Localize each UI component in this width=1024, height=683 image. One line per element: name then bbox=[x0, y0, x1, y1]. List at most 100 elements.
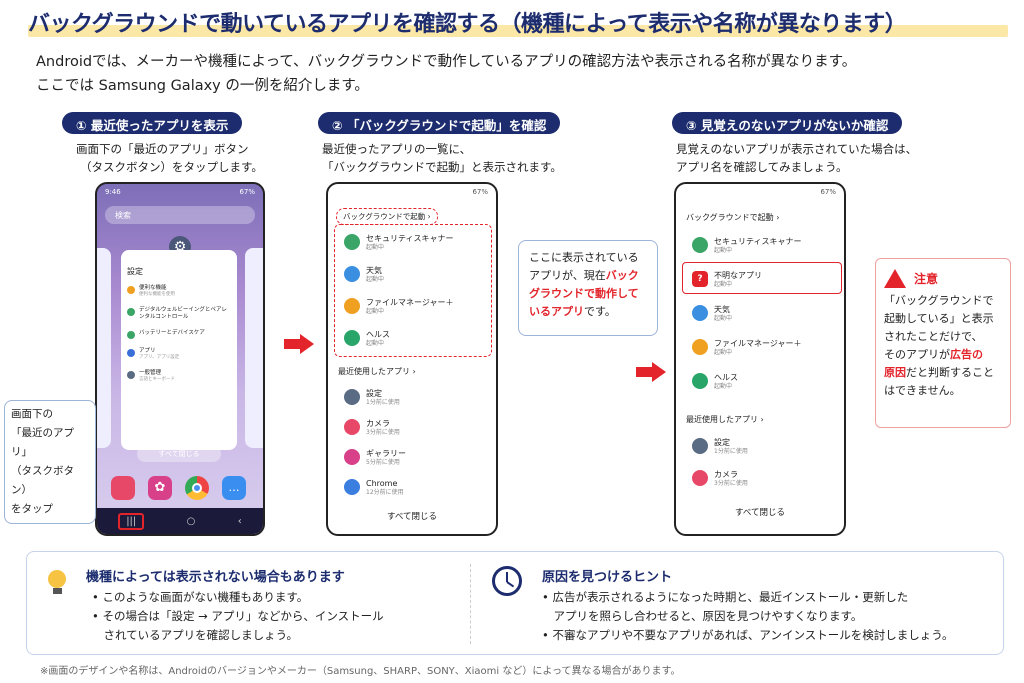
app-name: 設定 bbox=[366, 388, 382, 398]
settings-item-icon bbox=[127, 371, 135, 379]
app-status: 起動中 bbox=[366, 275, 385, 283]
settings-item: バッテリーとデバイスケア bbox=[127, 330, 231, 339]
settings-item-title: アプリ bbox=[139, 348, 156, 354]
app-row[interactable]: ファイルマネージャー＋起動中 bbox=[334, 290, 492, 322]
nav-bar: ||| ○ ‹ bbox=[97, 508, 263, 534]
settings-item: 一般管理言語とキーボード bbox=[127, 370, 231, 383]
intro-line-2: ここでは Samsung Galaxy の一例を紹介します。 bbox=[36, 78, 369, 94]
bg-section-label[interactable]: バックグラウンドで起動 › bbox=[336, 208, 438, 225]
tip-2-line: アプリを照らし合わせると、原因を見つけやすくなります。 bbox=[542, 609, 863, 623]
app-icon bbox=[692, 373, 708, 389]
close-all-button[interactable]: すべて閉じる bbox=[137, 446, 221, 462]
step-2-desc: 最近使ったアプリの一覧に、 「バックグラウンドで起動」と表示されます。 bbox=[322, 142, 562, 174]
app-name: ファイルマネージャー＋ bbox=[366, 297, 454, 307]
app-status: 5分前に使用 bbox=[366, 458, 400, 466]
tip-2-title: 原因を見つけるヒント bbox=[542, 570, 673, 585]
app-icon bbox=[344, 389, 360, 405]
app-name: カメラ bbox=[714, 469, 738, 479]
app-icon bbox=[344, 298, 360, 314]
app-row[interactable]: セキュリティスキャナー起動中 bbox=[682, 228, 840, 262]
intro-line-1: Androidでは、メーカーや機種によって、バックグラウンドで動作しているアプリ… bbox=[36, 54, 857, 70]
settings-item: デジタルウェルビーイングとペアレンタルコントロール bbox=[127, 307, 231, 321]
explanation-bubble: ここに表示されている アプリが、現在バック グラウンドで動作して いるアプリです… bbox=[518, 240, 658, 336]
app-icon bbox=[692, 305, 708, 321]
settings-item-sub: 言語とキーボード bbox=[139, 377, 175, 382]
tip-2-line: • 広告が表示されるようになった時期と、最近インストール・更新した bbox=[542, 590, 909, 604]
left-card-edge bbox=[97, 248, 111, 448]
app-row[interactable]: ファイルマネージャー＋起動中 bbox=[682, 330, 840, 364]
step-1-desc: 画面下の「最近のアプリ」ボタン （タスクボタン）をタップします。 bbox=[76, 142, 263, 174]
recent-section-label[interactable]: 最近使用したアプリ › bbox=[338, 367, 416, 376]
tip-1-line: されているアプリを確認しましょう。 bbox=[92, 628, 298, 642]
gallery-app-icon[interactable]: ✿ bbox=[148, 476, 172, 500]
app-status: 起動中 bbox=[714, 314, 733, 322]
recent-section-label[interactable]: 最近使用したアプリ › bbox=[686, 415, 764, 424]
app-row[interactable]: ?不明なアプリ起動中 bbox=[682, 262, 840, 296]
app-status: 3分前に使用 bbox=[714, 479, 748, 487]
app-icon bbox=[692, 339, 708, 355]
step-3-heading: ③ 見覚えのないアプリがないか確認 bbox=[672, 112, 903, 134]
app-row[interactable]: ヘルス起動中 bbox=[334, 322, 492, 354]
app-status: 12分前に使用 bbox=[366, 488, 404, 496]
app-status: 起動中 bbox=[714, 246, 733, 254]
status-bar: 67% bbox=[472, 188, 488, 196]
close-all-button[interactable]: すべて閉じる bbox=[734, 508, 786, 518]
search-bar[interactable]: 検索 bbox=[105, 206, 255, 224]
settings-item-title: 一般管理 bbox=[139, 370, 162, 376]
right-card-edge bbox=[245, 248, 263, 448]
settings-item-title: バッテリーとデバイスケア bbox=[139, 330, 205, 336]
phone-unknown-app: 67% バックグラウンドで起動 › セキュリティスキャナー起動中?不明なアプリ起… bbox=[674, 182, 846, 536]
bg-section-label[interactable]: バックグラウンドで起動 › bbox=[686, 213, 780, 222]
app-status: 1分前に使用 bbox=[714, 447, 748, 455]
app-icon bbox=[344, 234, 360, 250]
camera-app-icon[interactable] bbox=[111, 476, 135, 500]
step-1-heading: ① 最近使ったアプリを表示 bbox=[62, 112, 243, 134]
app-name: 設定 bbox=[714, 437, 730, 447]
bg-app-list: セキュリティスキャナー起動中?不明なアプリ起動中天気起動中ファイルマネージャー＋… bbox=[682, 228, 840, 398]
app-name: Chrome bbox=[366, 478, 398, 488]
recents-tooltip: 画面下の「最近のアプリ」（タスクボタン）をタップ bbox=[4, 400, 96, 524]
app-status: 起動中 bbox=[366, 243, 385, 251]
tip-1-line: • その場合は「設定 → アプリ」などから、インストール bbox=[92, 609, 384, 623]
unknown-app-highlight bbox=[682, 262, 842, 294]
app-icon bbox=[344, 330, 360, 346]
lightbulb-icon bbox=[44, 566, 70, 596]
settings-item-icon bbox=[127, 286, 135, 294]
app-row[interactable]: セキュリティスキャナー起動中 bbox=[334, 226, 492, 258]
settings-item-icon bbox=[127, 331, 135, 339]
settings-app-card[interactable]: 設定 便利な機能便利な機能を使用デジタルウェルビーイングとペアレンタルコントロー… bbox=[121, 250, 237, 450]
step-3-desc: 見覚えのないアプリが表示されていた場合は、 アプリ名を確認してみましょう。 bbox=[676, 142, 918, 174]
app-status: 起動中 bbox=[714, 280, 733, 288]
app-row[interactable]: ヘルス起動中 bbox=[682, 364, 840, 398]
bg-app-list: セキュリティスキャナー起動中天気起動中ファイルマネージャー＋起動中ヘルス起動中 bbox=[334, 226, 492, 354]
settings-item: 便利な機能便利な機能を使用 bbox=[127, 285, 231, 298]
home-button[interactable]: ○ bbox=[186, 515, 196, 527]
app-name: ヘルス bbox=[714, 372, 738, 382]
app-status: 起動中 bbox=[714, 382, 733, 390]
app-name: カメラ bbox=[366, 418, 390, 428]
warning-icon bbox=[884, 269, 906, 288]
recents-button[interactable]: ||| bbox=[118, 512, 145, 530]
app-name: 天気 bbox=[366, 265, 382, 275]
app-row[interactable]: 天気起動中 bbox=[682, 296, 840, 330]
back-button[interactable]: ‹ bbox=[237, 515, 242, 527]
step-2-heading: ② 「バックグラウンドで起動」を確認 bbox=[318, 112, 561, 134]
footnote: ※画面のデザインや名称は、Androidのバージョンやメーカー（Samsung、… bbox=[40, 666, 681, 677]
close-all-button[interactable]: すべて閉じる bbox=[386, 512, 438, 522]
app-row[interactable]: 天気起動中 bbox=[334, 258, 492, 290]
messages-app-icon[interactable]: … bbox=[222, 476, 246, 500]
app-name: セキュリティスキャナー bbox=[366, 233, 454, 243]
chrome-app-icon[interactable] bbox=[185, 476, 209, 500]
settings-item-sub: アプリ、アプリ設定 bbox=[139, 355, 180, 360]
app-status: 起動中 bbox=[366, 307, 385, 315]
app-icon bbox=[692, 438, 708, 454]
